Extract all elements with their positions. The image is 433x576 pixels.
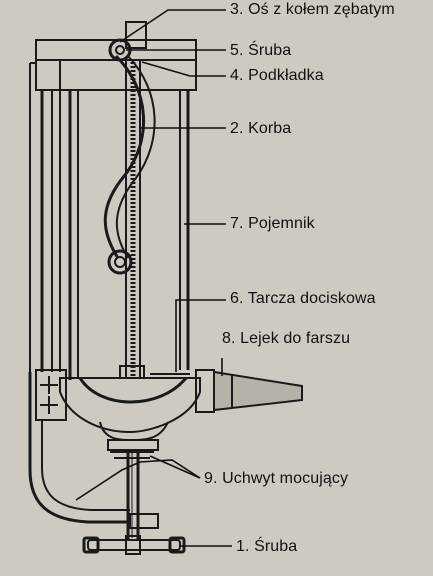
toothed-rack — [125, 59, 141, 379]
label-container: 7. Pojemnik — [230, 215, 315, 232]
stuffing-funnel — [195, 369, 303, 413]
label-pressure-disc: 6. Tarcza dociskowa — [230, 290, 376, 307]
label-screw-bottom: 1. Śruba — [236, 538, 298, 555]
crank — [103, 54, 156, 275]
mounting-clamp — [28, 372, 159, 540]
top-bracket — [30, 39, 197, 91]
container — [68, 90, 190, 380]
bottom-bowl — [35, 369, 201, 451]
label-mounting-clamp: 9. Uchwyt mocujący — [204, 470, 349, 487]
label-stuffing-funnel: 8. Lejek do farszu — [222, 330, 351, 347]
label-crank: 2. Korba — [230, 120, 292, 137]
label-washer: 4. Podkładka — [230, 67, 324, 84]
wing-screw — [82, 535, 186, 555]
left-frame — [29, 63, 61, 372]
label-screw-top: 5. Śruba — [230, 42, 292, 59]
leader-lines — [75, 9, 232, 547]
label-gear-axle: 3. Oś z kołem zębatym — [230, 1, 395, 18]
